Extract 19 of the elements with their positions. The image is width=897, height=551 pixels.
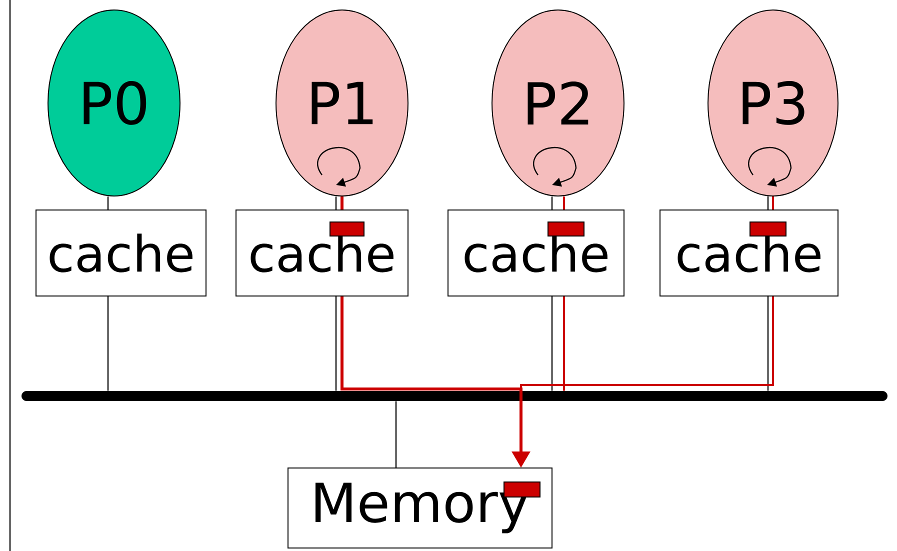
- cache-box: cache: [448, 210, 624, 296]
- cache-box: cache: [660, 210, 838, 296]
- connector-line: [551, 196, 553, 210]
- connector-line: [772, 196, 774, 210]
- connector-line: [563, 196, 565, 210]
- bus-bar: [22, 391, 888, 401]
- connector-line: [340, 196, 344, 210]
- connector-line: [767, 196, 769, 210]
- cache-box: cache: [36, 210, 206, 296]
- connector-line: [107, 196, 109, 210]
- connector-line: [107, 296, 109, 391]
- connector-line: [767, 296, 769, 391]
- connector-line: [335, 196, 337, 210]
- memory-box: Memory: [288, 468, 552, 548]
- cache-box: cache: [236, 210, 408, 296]
- connector-line: [395, 401, 397, 468]
- connector-line: [563, 296, 565, 391]
- connector-line: [551, 296, 553, 391]
- connector-line: [335, 296, 337, 391]
